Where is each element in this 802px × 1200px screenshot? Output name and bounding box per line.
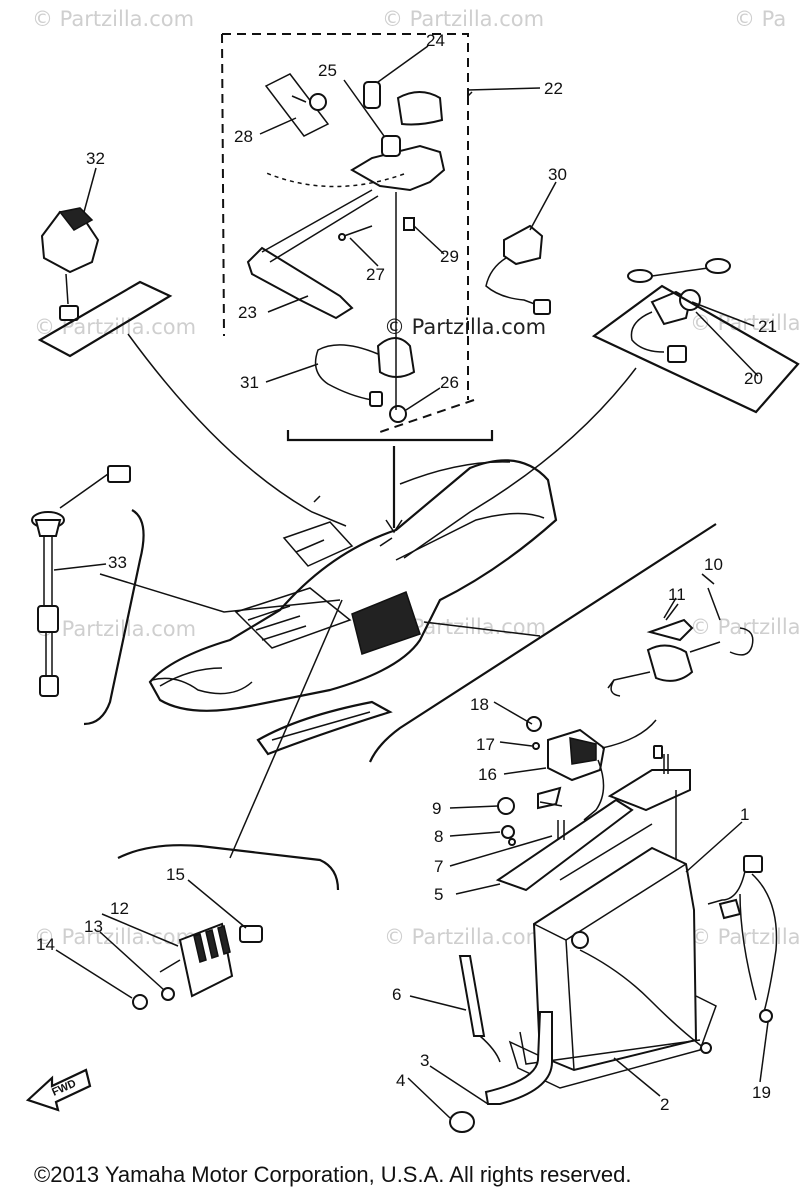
callout-10: 10	[704, 555, 723, 574]
leader-lines	[99, 333, 637, 859]
callout-28: 28	[234, 127, 253, 146]
nut-26	[389, 405, 407, 423]
callout-31: 31	[240, 373, 259, 392]
callout-33: 33	[108, 553, 127, 572]
callout-25: 25	[318, 61, 337, 80]
vent-hose-3	[484, 1011, 553, 1105]
brake-lever-23	[246, 246, 354, 320]
callout-12: 12	[110, 899, 129, 918]
bolt-29	[403, 217, 415, 231]
watermark: © Partzilla.com	[690, 615, 802, 639]
watermark: © Pa	[734, 7, 786, 31]
callout-14: 14	[36, 935, 55, 954]
callout-11: 11	[668, 585, 686, 604]
callout-32: 32	[86, 149, 105, 168]
watermark: © Partzilla.com	[382, 7, 544, 31]
watermark: © Partzilla.com	[690, 925, 802, 949]
callout-30: 30	[548, 165, 567, 184]
rectifier-12	[117, 844, 340, 1010]
regulator-16	[526, 716, 657, 821]
watermark: © Partzilla.com	[34, 617, 196, 641]
callout-23: 23	[238, 303, 257, 322]
nut-14	[132, 994, 148, 1010]
cap-4	[449, 1111, 475, 1133]
washer-9	[497, 797, 515, 815]
watermark: © Partzilla.com	[384, 925, 546, 949]
callout-24: 24	[426, 31, 445, 50]
level-sensor-33	[31, 465, 145, 726]
watermark: © Partzilla.com	[32, 7, 194, 31]
screw-24	[363, 81, 381, 109]
bushing-25	[381, 135, 401, 157]
callout-17: 17	[476, 735, 495, 754]
switch-30	[503, 224, 544, 266]
cap-28	[309, 93, 327, 111]
main-switch-32	[37, 207, 173, 358]
fwd-label: FWD	[50, 1078, 78, 1099]
callout-1: 1	[740, 805, 749, 824]
callout-21: 21	[758, 317, 777, 336]
callout-4: 4	[396, 1071, 405, 1090]
callout-26: 26	[440, 373, 459, 392]
battery-bracket-5	[495, 798, 634, 892]
callout-22: 22	[544, 79, 563, 98]
lever-cover	[396, 91, 444, 126]
callout-3: 3	[420, 1051, 429, 1070]
snowmobile-illustration	[148, 459, 558, 756]
battery-assembly	[449, 745, 778, 1133]
callout-29: 29	[440, 247, 459, 266]
callout-9: 9	[432, 799, 441, 818]
callout-7: 7	[434, 857, 443, 876]
callout-20: 20	[744, 369, 763, 388]
bushing-15	[239, 925, 263, 943]
callout-18: 18	[470, 695, 489, 714]
callout-16: 16	[478, 765, 497, 784]
callout-labels: 1 2 3 4 5 6 7 8 9 10 11 12 13 14 15 16 1…	[36, 31, 777, 1114]
callout-5: 5	[434, 885, 443, 904]
callout-leaders	[53, 45, 769, 1119]
copyright-notice: ©2013 Yamaha Motor Corporation, U.S.A. A…	[34, 1162, 632, 1187]
callout-13: 13	[84, 917, 103, 936]
center-watermark: © Partzilla.com	[384, 315, 546, 339]
watermark: © Partzilla.com	[34, 315, 196, 339]
brake-lever-assembly	[221, 33, 551, 442]
battery-band-6	[458, 955, 486, 1037]
callout-15: 15	[166, 865, 185, 884]
forward-arrow: FWD	[25, 1068, 92, 1112]
battery-1	[532, 846, 698, 1072]
washer-13	[161, 987, 175, 1001]
callout-2: 2	[660, 1095, 669, 1114]
callout-6: 6	[392, 985, 401, 1004]
fuse-holder-10	[368, 523, 754, 763]
callout-8: 8	[434, 827, 443, 846]
callout-19: 19	[752, 1083, 771, 1102]
pilot-lamp-20	[591, 258, 800, 414]
washer-8	[501, 825, 515, 839]
callout-27: 27	[366, 265, 385, 284]
